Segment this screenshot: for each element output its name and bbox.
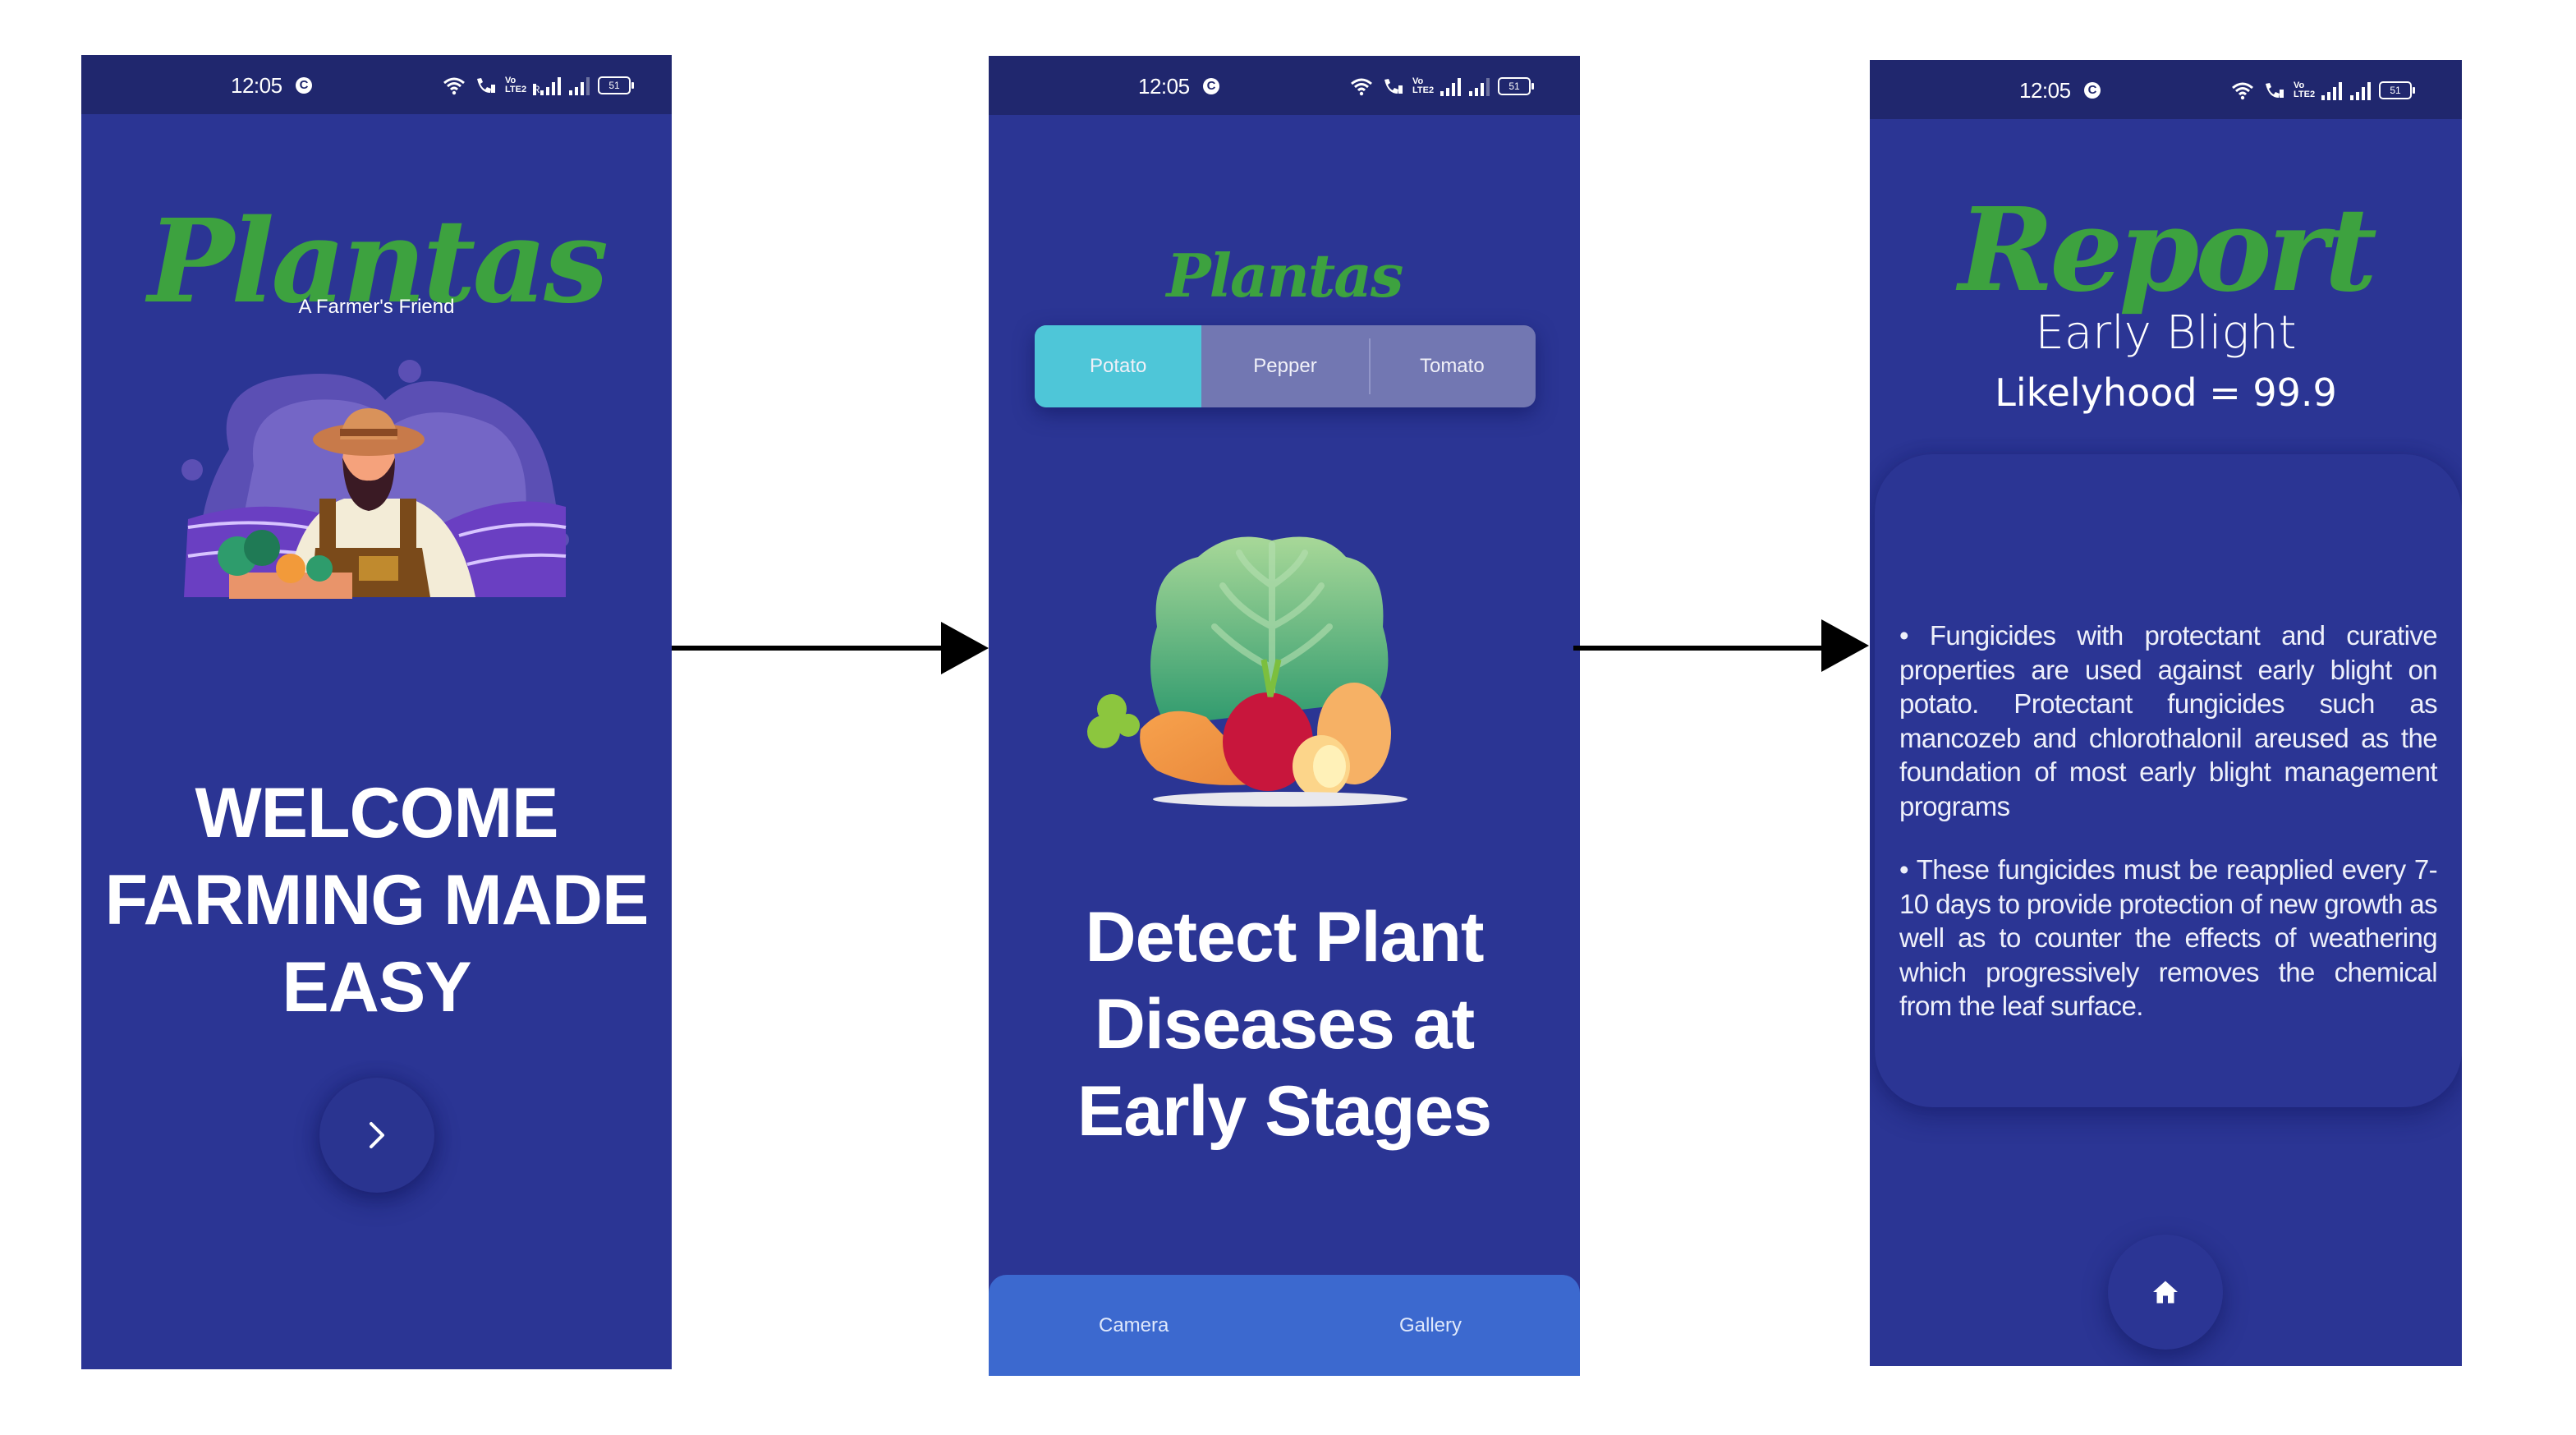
camera-button[interactable]: Camera [1099,1314,1169,1336]
roaming-signal-icon: R [533,76,561,95]
chevron-right-icon [370,1122,384,1148]
feature-headline: Detect Plant Diseases at Early Stages [989,894,1580,1155]
status-bar: 12:05 C Vo LTE2 51 [989,56,1580,115]
app-tagline: A Farmer's Friend [298,296,455,318]
treatment-card: • Fungicides with protectant and curativ… [1875,454,2462,1107]
flow-arrow-2 [1573,646,1825,651]
arrow-head-icon [1821,619,1869,672]
tab-tomato[interactable]: Tomato [1368,325,1536,407]
headline-line-1: Detect Plant [1085,898,1484,977]
vegetables-illustration [1087,536,1407,807]
signal-icon [1469,76,1490,96]
roaming-signal-icon [1440,76,1461,96]
status-time: 12:05 [231,73,282,98]
app-notification-icon: C [2084,82,2101,99]
battery-icon: 51 [598,76,634,94]
wifi-icon [1351,78,1372,96]
app-notification-icon: C [1203,78,1219,94]
app-title: Plantas [147,195,608,329]
app-title: Plantas [1166,241,1404,310]
signal-icon [569,76,590,95]
welcome-screen: 12:05 C Vo LTE2 R 51 Plantas A Farmer's … [81,55,672,1369]
wifi-icon [443,77,465,95]
likelihood-value: Likelyhood = 99.9 [1995,370,2337,415]
status-time: 12:05 [2019,78,2071,103]
tab-potato[interactable]: Potato [1035,325,1202,407]
welcome-line-1: WELCOME [195,774,558,853]
welcome-headline: WELCOME FARMING MADE EASY [81,770,672,1031]
disease-name: Early Blight [2035,306,2297,360]
headline-line-3: Early Stages [1077,1072,1492,1151]
status-icons: Vo LTE2 51 [2231,76,2415,104]
wifi-calling-icon [477,78,495,93]
volte-lte2-icon: Vo LTE2 [1412,76,1435,95]
wifi-calling-icon [2266,83,2284,98]
status-icons: Vo LTE2 R 51 [443,71,634,99]
status-bar: 12:05 C Vo LTE2 R 51 [81,55,672,114]
battery-icon: 51 [2379,81,2415,99]
status-icons: Vo LTE2 51 [1350,72,1534,100]
bottom-action-bar: Camera Gallery [989,1275,1580,1376]
farmer-illustration [181,360,569,599]
treatment-paragraph-2: • These fungicides must be reapplied eve… [1899,854,2438,1021]
arrow-head-icon [941,622,989,674]
roaming-signal-icon [2321,80,2342,100]
app-notification-icon: C [296,77,312,94]
plant-select-screen: 12:05 C Vo LTE2 51 Plantas Potato Pepper… [989,56,1580,1376]
home-button[interactable] [2108,1235,2223,1350]
tab-pepper[interactable]: Pepper [1253,355,1317,377]
wifi-calling-icon [1384,79,1403,94]
volte-lte2-icon: Vo LTE2 [2294,80,2316,99]
treatment-paragraph-1: • Fungicides with protectant and curativ… [1899,620,2438,821]
status-time: 12:05 [1138,74,1190,99]
welcome-line-3: EASY [282,948,471,1027]
next-button[interactable] [319,1078,434,1193]
report-title: Report [1958,183,2377,318]
flow-arrow-1 [672,646,946,651]
home-icon [2153,1281,2178,1304]
plant-type-selector: Potato Pepper Tomato [1035,325,1536,407]
headline-line-2: Diseases at [1094,985,1475,1064]
battery-icon: 51 [1498,77,1534,95]
status-bar: 12:05 C Vo LTE2 51 [1870,60,2462,119]
wifi-icon [2232,82,2253,100]
signal-icon [2350,80,2371,100]
welcome-line-2: FARMING MADE [104,861,650,940]
volte-lte2-icon: Vo LTE2 [505,76,527,94]
gallery-button[interactable]: Gallery [1399,1314,1462,1336]
report-screen: 12:05 C Vo LTE2 51 Report Early Blight L… [1870,60,2462,1366]
